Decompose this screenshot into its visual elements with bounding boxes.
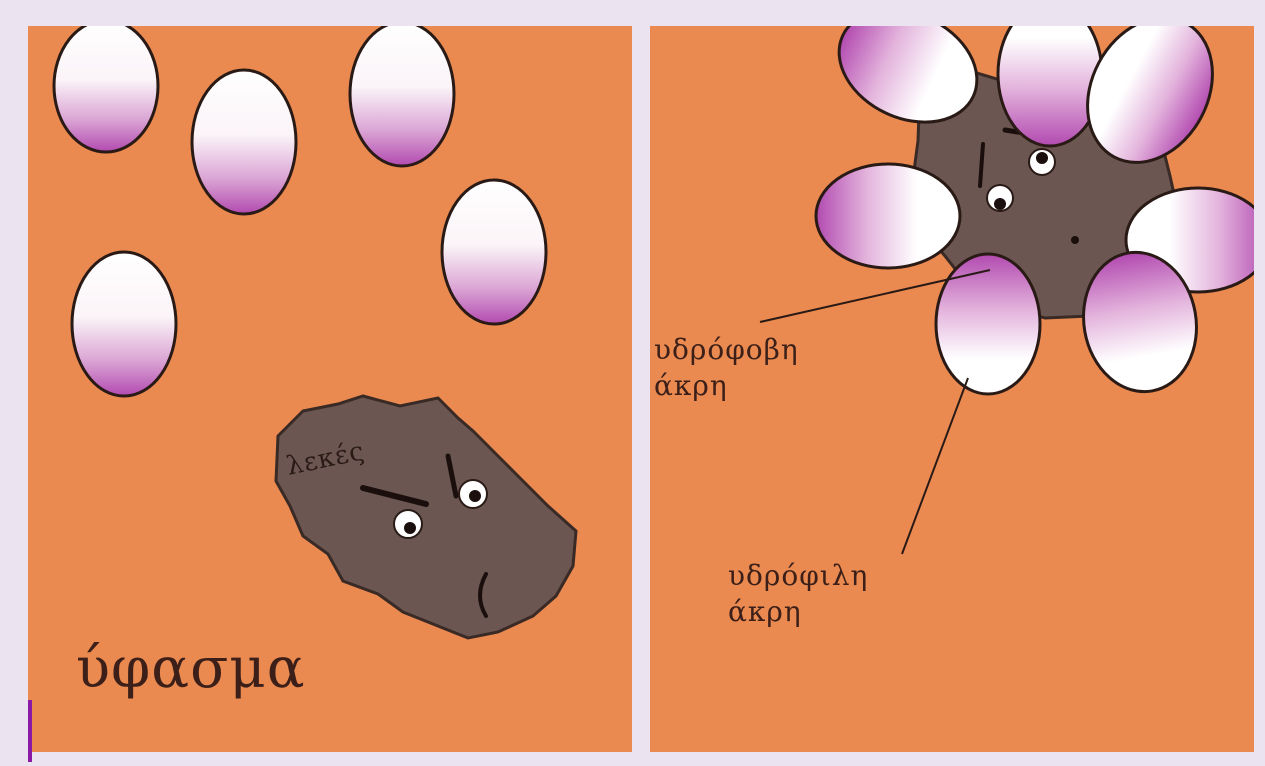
detergent-molecule xyxy=(442,180,546,324)
hydrophobic-end-label: υδρόφοβη άκρη xyxy=(654,332,799,404)
hydrophilic-label-line1: υδρόφιλη xyxy=(728,558,868,594)
fabric-panel: λεκές ύφασμα xyxy=(28,26,632,752)
accent-bar xyxy=(28,700,32,762)
fabric-label: ύφασμα xyxy=(76,636,306,701)
washing-panel: υδρόφοβη άκρη υδρόφιλη άκρη xyxy=(650,26,1254,752)
hydrophilic-end-label: υδρόφιλη άκρη xyxy=(728,558,868,630)
detergent-molecule xyxy=(936,254,1040,394)
detergent-molecule xyxy=(72,252,176,396)
hydrophilic-leader-line xyxy=(902,378,968,554)
detergent-molecule xyxy=(54,26,158,152)
detergent-molecule xyxy=(816,164,960,268)
stain-character xyxy=(276,396,576,638)
hydrophilic-label-line2: άκρη xyxy=(728,594,868,630)
detergent-molecule xyxy=(350,26,454,166)
hydrophobic-label-line1: υδρόφοβη xyxy=(654,332,799,368)
hydrophobic-label-line2: άκρη xyxy=(654,368,799,404)
detergent-molecule xyxy=(192,70,296,214)
